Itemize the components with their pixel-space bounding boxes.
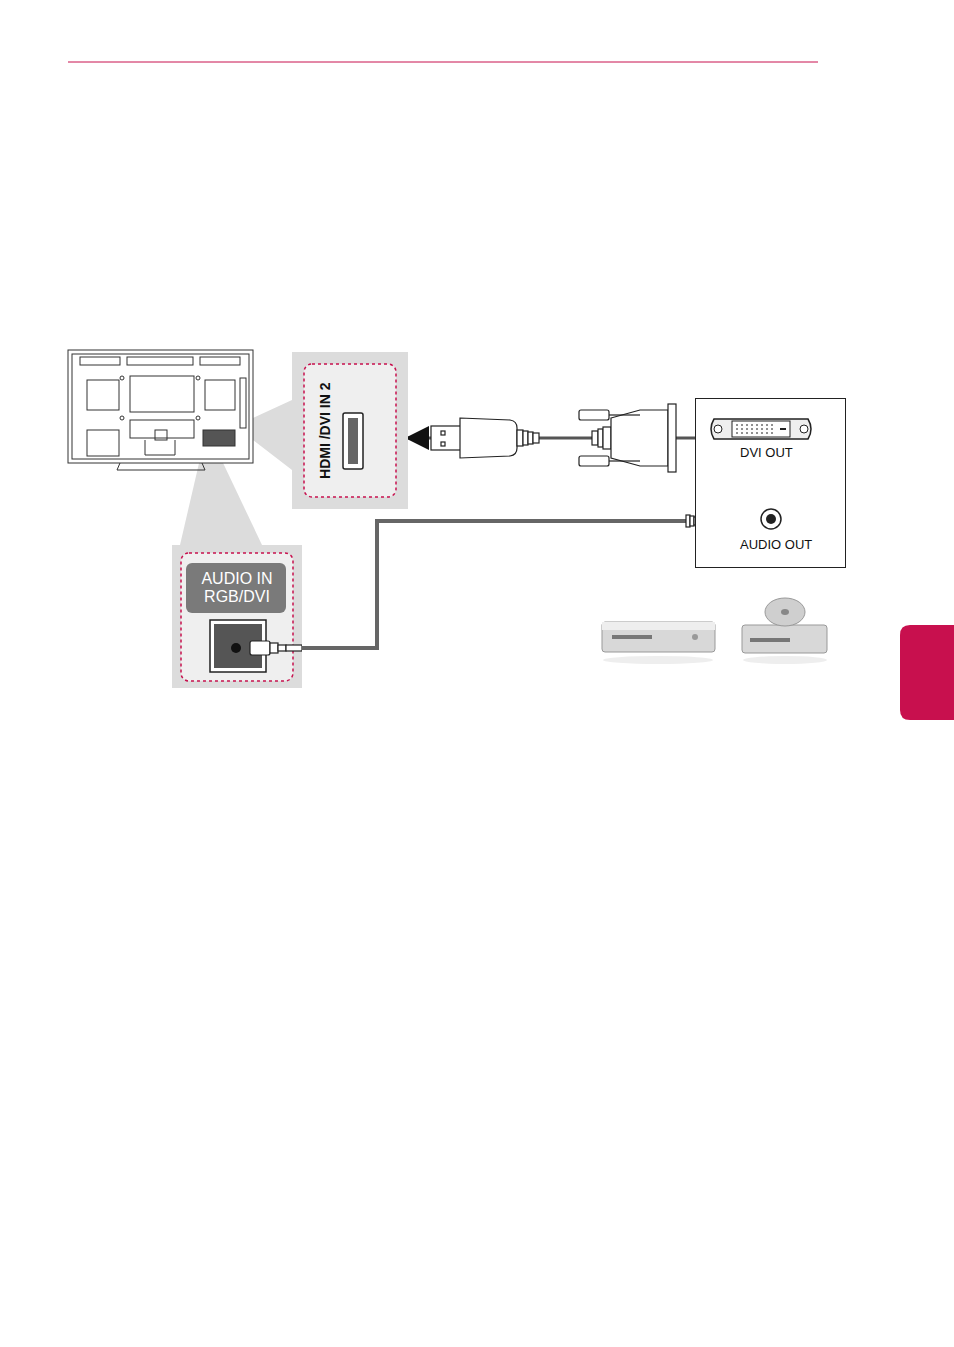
cable-connector xyxy=(302,521,695,648)
drawing-rect xyxy=(240,378,246,428)
drawing-path xyxy=(711,419,811,439)
drawing-rect xyxy=(602,622,715,630)
drawing-path xyxy=(145,440,175,455)
drawing-rect xyxy=(186,563,286,613)
drawing-path xyxy=(611,410,668,466)
port-label: DVI OUT xyxy=(740,446,793,460)
drawing-rect xyxy=(304,364,396,497)
drawing-rect xyxy=(517,430,523,446)
drawing-rect xyxy=(343,413,363,469)
drawing-circle xyxy=(196,416,200,420)
drawing-rect xyxy=(528,432,533,444)
drawing-circle xyxy=(196,376,200,380)
drawing-circle xyxy=(231,643,241,653)
drawing-rect xyxy=(732,421,790,437)
drawing-circle xyxy=(800,425,808,433)
port-label: HDMI /DVI IN 2 xyxy=(317,383,332,479)
drawing-rect xyxy=(130,420,194,438)
audio-callout-panel: AUDIO IN RGB/DVI xyxy=(172,545,302,688)
tv-back xyxy=(68,350,253,470)
hdmi-callout-panel: HDMI /DVI IN 2 xyxy=(292,352,408,509)
dvd-player xyxy=(602,622,715,664)
drawing-path xyxy=(117,463,205,470)
drawing-rect xyxy=(80,357,120,365)
drawing-ellipse xyxy=(765,598,805,626)
section-tab xyxy=(900,625,954,720)
drawing-ellipse xyxy=(603,656,713,664)
drawing-circle xyxy=(714,425,722,433)
drawing-rect xyxy=(181,553,293,681)
drawing-rect xyxy=(441,442,445,446)
drawing-path xyxy=(736,425,776,433)
drawing-line xyxy=(609,460,640,461)
drawing-rect xyxy=(742,625,827,653)
drawing-rect xyxy=(668,404,676,472)
drawing-rect xyxy=(579,410,609,420)
drawing-rect xyxy=(270,643,278,653)
drawing-line xyxy=(609,414,640,415)
port-label: AUDIO OUT xyxy=(740,538,812,552)
drawing-rect xyxy=(441,431,445,435)
drawing-circle xyxy=(692,634,698,640)
drawing-circle xyxy=(766,514,776,524)
dvi-plug xyxy=(579,404,676,472)
drawing-rect xyxy=(87,380,119,410)
drawing-rect xyxy=(250,641,270,655)
drawing-rect xyxy=(127,357,193,365)
drawing-circle xyxy=(761,509,781,529)
drawing-rect xyxy=(592,431,598,445)
drawing-rect xyxy=(602,622,715,652)
drawing-ellipse xyxy=(781,609,789,615)
drawing-rect xyxy=(155,430,167,440)
drawing-rect xyxy=(72,354,249,459)
drawing-rect xyxy=(87,430,119,456)
drawing-circle xyxy=(120,376,124,380)
drawing-rect xyxy=(523,431,528,445)
drawing-rect xyxy=(603,427,611,449)
hdmi-port xyxy=(292,352,408,509)
drawing-line xyxy=(780,428,786,430)
drawing-rect xyxy=(278,645,286,651)
drawing-rect xyxy=(68,350,253,463)
drawing-path xyxy=(460,418,517,458)
drawing-rect xyxy=(286,645,302,651)
device-panel: DVI OUT AUDIO OUT xyxy=(695,398,846,568)
drawing-rect xyxy=(130,376,194,412)
drawing-rect xyxy=(598,429,603,447)
drawing-rect xyxy=(348,418,358,464)
drawing-rect xyxy=(200,357,240,365)
audio-jack xyxy=(172,545,302,688)
drawing-rect xyxy=(579,456,609,466)
drawing-rect xyxy=(533,433,539,443)
hdmi-plug xyxy=(431,418,539,458)
drawing-rect xyxy=(612,635,652,639)
drawing-rect xyxy=(750,638,790,642)
drawing-circle xyxy=(120,416,124,420)
drawing-rect xyxy=(431,426,461,450)
drawing-line xyxy=(68,62,818,63)
drawing-ellipse xyxy=(743,656,827,664)
port-label: AUDIO IN RGB/DVI xyxy=(194,570,280,605)
disc-player xyxy=(742,598,827,664)
drawing-rect xyxy=(203,430,235,446)
drawing-rect xyxy=(205,380,235,410)
